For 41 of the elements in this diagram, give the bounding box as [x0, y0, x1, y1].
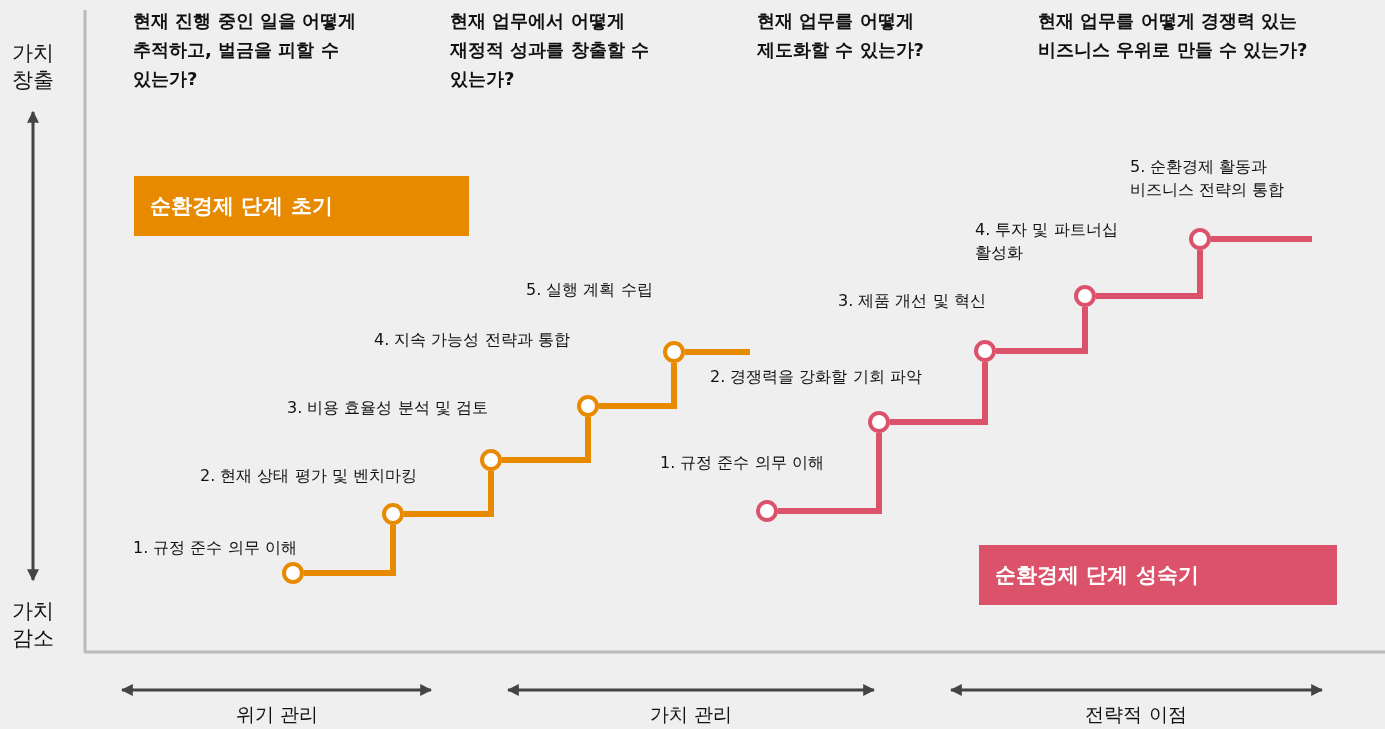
- axis-label: 가치 감소: [11, 598, 55, 652]
- step-line: [1211, 236, 1312, 242]
- step-line: [778, 433, 882, 514]
- question-text: 현재 업무에서 어떻게 재정적 성과를 창출할 수 있는가?: [450, 9, 650, 91]
- step-line: [304, 525, 396, 576]
- step-marker: [663, 341, 685, 363]
- step-marker: [480, 449, 502, 471]
- step-marker: [1189, 228, 1211, 250]
- step-line: [685, 349, 750, 355]
- step-marker: [382, 503, 404, 525]
- step-label: 2. 현재 상태 평가 및 벤치마킹: [200, 465, 418, 487]
- step-marker: [282, 562, 304, 584]
- step-marker: [1074, 285, 1096, 307]
- step-line: [1096, 250, 1203, 299]
- step-label: 5. 순환경제 활동과 비즈니스 전략의 통합: [1130, 156, 1286, 201]
- step-line: [502, 417, 591, 463]
- step-label: 4. 투자 및 파트너십 활성화: [975, 219, 1119, 264]
- question-text: 현재 업무를 어떻게 경쟁력 있는 비즈니스 우위로 만들 수 있는가?: [1038, 9, 1309, 62]
- question-text: 현재 업무를 어떻게 제도화할 수 있는가?: [757, 9, 925, 62]
- step-marker: [756, 500, 778, 522]
- step-label: 2. 경쟁력을 강화할 기회 파악: [710, 366, 923, 388]
- step-label: 3. 제품 개선 및 혁신: [838, 290, 987, 312]
- phase-label: 위기 관리: [234, 702, 319, 727]
- step-marker: [974, 340, 996, 362]
- step-label: 1. 규정 준수 의무 이해: [133, 537, 298, 559]
- phase-label: 전략적 이점: [1084, 702, 1188, 727]
- stage-box: 순환경제 단계 성숙기: [979, 545, 1337, 605]
- phase-label: 가치 관리: [648, 702, 733, 727]
- step-line: [996, 307, 1088, 354]
- step-label: 1. 규정 준수 의무 이해: [660, 452, 825, 474]
- step-label: 5. 실행 계획 수립: [526, 279, 654, 301]
- step-label: 4. 지속 가능성 전략과 통합: [374, 329, 571, 351]
- step-line: [404, 471, 494, 517]
- stage-box: 순환경제 단계 초기: [134, 176, 469, 236]
- question-text: 현재 진행 중인 일을 어떻게 추적하고, 벌금을 피할 수 있는가?: [133, 9, 358, 91]
- step-label: 3. 비용 효율성 분석 및 검토: [287, 397, 489, 419]
- step-line: [890, 362, 988, 425]
- step-marker: [577, 395, 599, 417]
- step-line: [599, 363, 677, 409]
- step-marker: [868, 411, 890, 433]
- axis-label: 가치 창출: [11, 40, 55, 94]
